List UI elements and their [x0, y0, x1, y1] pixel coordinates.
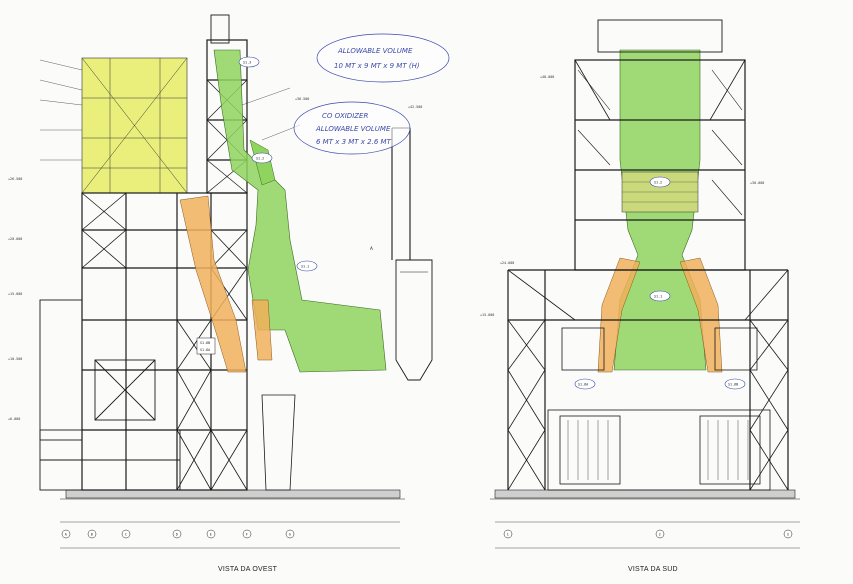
west-view: A +26.500 +20.000 +15.000 +10.500 +6.000…: [8, 14, 450, 549]
west-grid-e: E: [210, 532, 212, 536]
west-orange-ductwork: [179, 195, 247, 373]
south-view: S1.2 S1.1 S1.6A S1.6B +48.000 +30.000 +2…: [480, 19, 800, 549]
scr-annotation-line1: ALLOWABLE VOLUME: [337, 47, 413, 55]
south-foundation: [494, 489, 796, 499]
south-elev-4: +15.000: [480, 313, 494, 317]
west-section-marker: A: [370, 246, 373, 251]
south-grid-3: 3: [787, 532, 789, 536]
south-tag-s16a: S1.6A: [578, 383, 588, 387]
west-elev-2: +20.000: [8, 237, 22, 241]
south-elev-3: +24.000: [500, 261, 514, 265]
west-view-title: VISTA DA OVEST: [218, 566, 278, 573]
south-elev-2: +30.000: [750, 181, 764, 185]
west-grid-row: [60, 521, 400, 549]
scr-annotation-line2: 10 MT x 9 MT x 9 MT (H): [334, 62, 420, 70]
south-grid-2: 2: [659, 532, 661, 536]
south-view-title: VISTA DA SUD: [628, 566, 678, 573]
west-elev-1: +26.500: [8, 177, 22, 181]
west-grid-a: A: [65, 532, 67, 536]
south-tag-s12: S1.2: [654, 181, 662, 185]
west-grid-f: F: [246, 532, 248, 536]
south-tower-frame: [507, 59, 789, 490]
west-elev-3: +15.000: [8, 292, 22, 296]
south-orange-duct-right: [679, 257, 723, 373]
west-elev-4: +10.500: [8, 357, 22, 361]
west-elev-7: +36.500: [295, 97, 309, 101]
west-foundation: [65, 489, 401, 499]
south-orange-duct-left: [597, 257, 641, 373]
scr-allowable-annotation: ALLOWABLE VOLUME 10 MT x 9 MT x 9 MT (H): [316, 33, 450, 83]
tag-s11: S1.1: [301, 265, 309, 269]
tag-s12: S1.2: [256, 157, 264, 161]
tag-s16a: S1.6A: [200, 348, 210, 352]
south-tag-s11: S1.1: [654, 295, 662, 299]
tag-s13: S1.3: [243, 61, 251, 65]
south-elevations: +48.000 +30.000 +24.000 +15.000: [480, 75, 764, 317]
west-elev-6: +42.500: [408, 105, 422, 109]
south-equipment: [547, 327, 771, 491]
west-tags: S1.3 S1.2 S1.1 S1.6B S1.6A: [196, 56, 318, 355]
west-grid-d: D: [176, 532, 178, 536]
co-oxidizer-annotation: CO OXIDIZER ALLOWABLE VOLUME 6 MT x 3 MT…: [293, 101, 411, 155]
co-annotation-line3: 6 MT x 3 MT x 2.6 MT: [316, 138, 392, 146]
south-tag-s16b: S1.6B: [728, 383, 738, 387]
west-grid-g: G: [289, 532, 291, 536]
co-annotation-line2: ALLOWABLE VOLUME: [315, 125, 391, 133]
west-grid-bubbles: A B C D E F G: [61, 529, 295, 539]
west-grid-b: B: [91, 532, 93, 536]
south-elev-1: +48.000: [540, 75, 554, 79]
south-grid-bubbles: 1 2 3: [503, 529, 793, 539]
south-grid-1: 1: [507, 532, 509, 536]
south-grid-row: [495, 521, 800, 549]
west-grid-c: C: [125, 532, 127, 536]
west-elev-5: +6.000: [8, 417, 20, 421]
west-elevations: +26.500 +20.000 +15.000 +10.500 +6.000 +…: [8, 97, 422, 421]
tag-s16b: S1.6B: [200, 341, 210, 345]
co-annotation-line1: CO OXIDIZER: [322, 112, 368, 120]
south-tags: S1.2 S1.1 S1.6A S1.6B: [574, 176, 746, 390]
